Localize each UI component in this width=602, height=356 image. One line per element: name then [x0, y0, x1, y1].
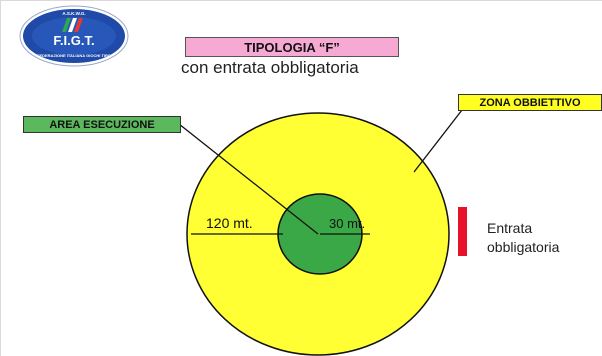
- entrata-line2: obbligatoria: [487, 239, 560, 255]
- logo-ring-text: FEDERAZIONE ITALIANA GIOCHI TIRO: [37, 53, 111, 58]
- subtitle-text: con entrata obbligatoria: [181, 58, 359, 77]
- area-esecuzione-label: AREA ESECUZIONE: [23, 116, 181, 133]
- inner-radius-label: 30 mt.: [329, 216, 365, 231]
- figt-logo: A.S.K.W.G. F.I.G.T. FEDERAZIONE ITALIANA…: [19, 5, 129, 67]
- entrance-marker: [458, 207, 467, 256]
- area-pointer-line: [178, 123, 319, 235]
- frame-left-border: [0, 0, 1, 356]
- title-text: TIPOLOGIA “F”: [244, 39, 340, 55]
- zona-obbiettivo-label: ZONA OBBIETTIVO: [458, 94, 602, 111]
- entrata-label: Entrata obbligatoria: [487, 219, 559, 257]
- area-label-text: AREA ESECUZIONE: [49, 118, 155, 131]
- outer-radius-label: 120 mt.: [206, 215, 253, 231]
- zona-label-text: ZONA OBBIETTIVO: [479, 96, 581, 109]
- entrata-line1: Entrata: [487, 220, 533, 236]
- zona-pointer-line: [413, 109, 463, 173]
- logo-main-text: F.I.G.T.: [53, 33, 94, 48]
- logo-top-text: A.S.K.W.G.: [62, 11, 85, 16]
- tricolor-stripes-icon: [62, 18, 83, 32]
- frame-top-border: [0, 0, 602, 1]
- title-box: TIPOLOGIA “F”: [185, 37, 399, 57]
